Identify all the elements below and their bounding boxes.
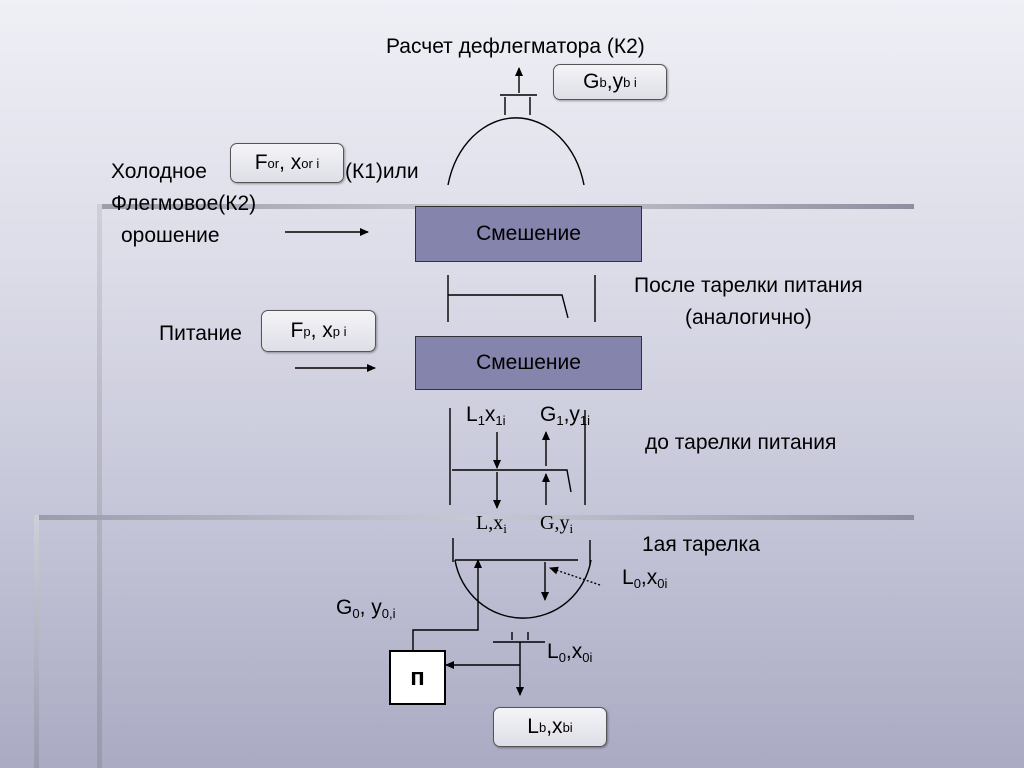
reflux-label-irrigation: орошение bbox=[121, 224, 220, 247]
bottom-dome bbox=[454, 559, 592, 619]
decor-stripe-bottom bbox=[37, 515, 914, 520]
first-tray-label: 1ая тарелка bbox=[642, 533, 760, 556]
after-feed-note: (аналогично) bbox=[685, 306, 812, 329]
vapour-flow-label: G,yi bbox=[540, 512, 574, 536]
reflux-label-phlegm: Флегмовое(К2) bbox=[111, 192, 257, 215]
liquid-flow-l1-label: L1x1i bbox=[466, 403, 506, 428]
tray-after-feed bbox=[448, 294, 569, 319]
reflux-label-cold: Холодное bbox=[111, 160, 207, 183]
liquid-flow-label: L,xi bbox=[476, 512, 507, 536]
decor-stripe-left-top bbox=[97, 204, 102, 768]
mixing-block-top: Смешение bbox=[415, 206, 642, 262]
vapour-flow-g1-label: G1,y1i bbox=[540, 403, 591, 428]
reboiler-box: п bbox=[389, 650, 446, 705]
diagram-title: Расчет дефлегматора (К2) bbox=[386, 35, 645, 58]
top-dome bbox=[447, 117, 585, 186]
after-feed-label: После тарелки питания bbox=[634, 274, 863, 297]
before-feed-label: до тарелки питания bbox=[645, 431, 837, 454]
tray-before-feed bbox=[452, 469, 572, 493]
liquid-l0-bottom-label: L0,x0i bbox=[547, 640, 593, 665]
decor-stripe-left-bottom bbox=[34, 515, 39, 768]
reflux-label-k1: (К1)или bbox=[345, 160, 419, 183]
liquid-l0-side-label: L0,x0i bbox=[622, 566, 668, 591]
feed-label: Питание bbox=[159, 322, 242, 345]
vapour-g0-label: G0, y0,i bbox=[336, 596, 396, 621]
mixing-block-feed: Смешение bbox=[415, 336, 642, 390]
